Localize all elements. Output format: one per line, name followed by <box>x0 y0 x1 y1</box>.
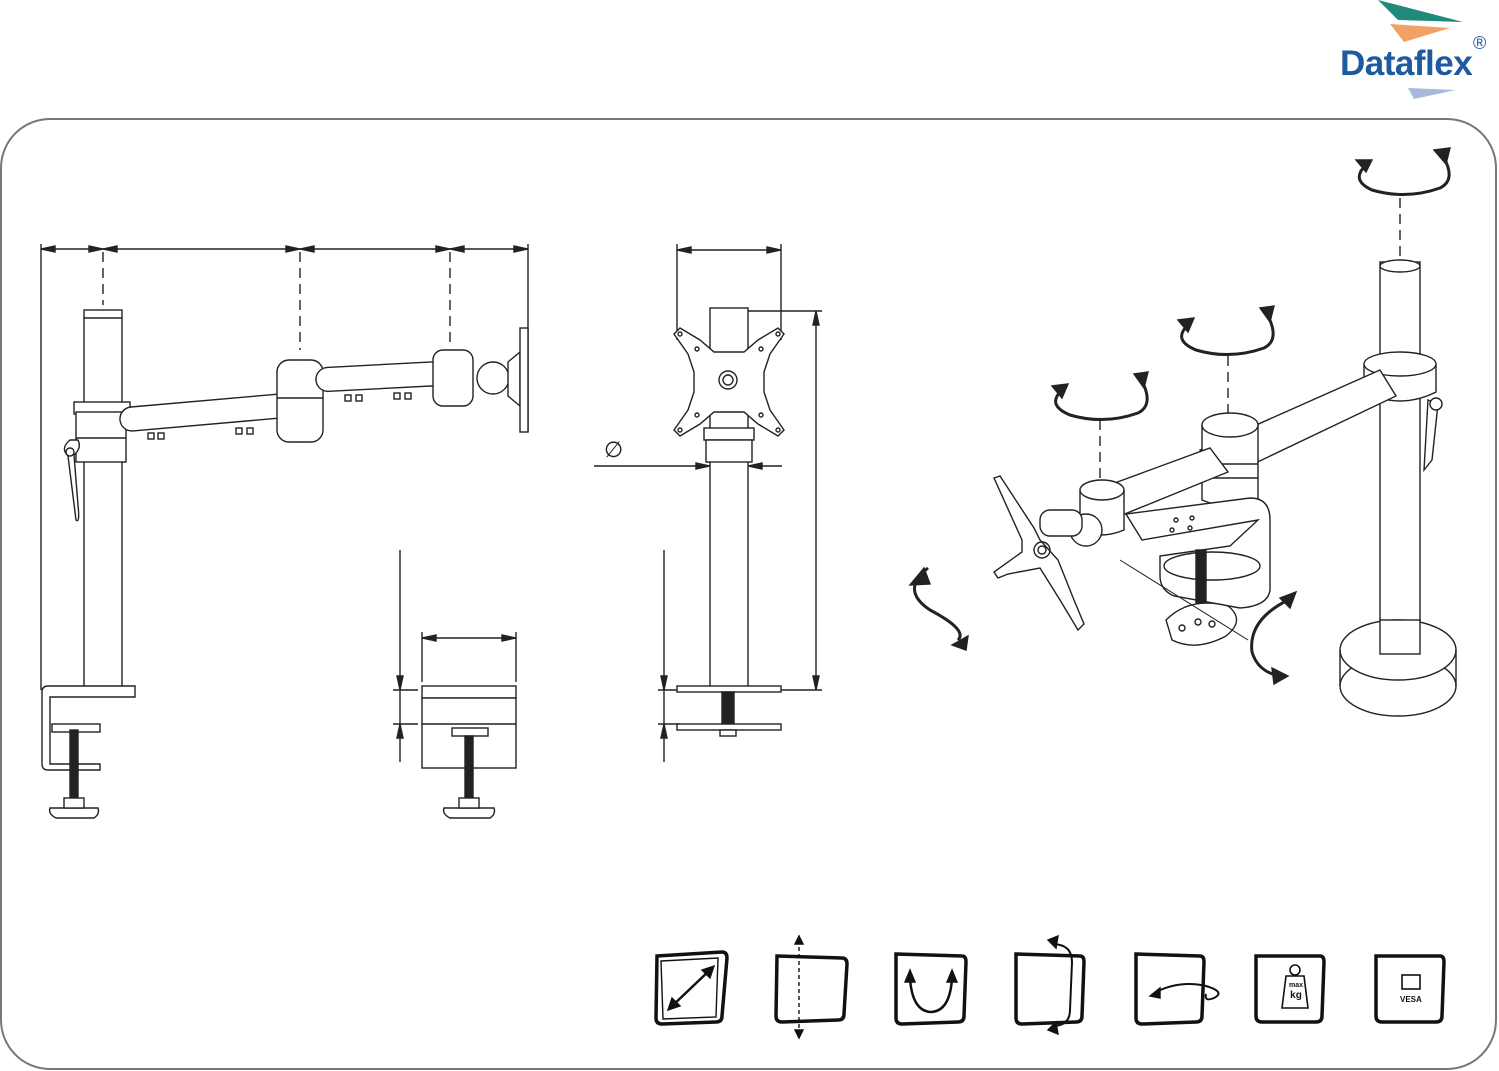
diameter-symbol: ∅ <box>604 438 623 463</box>
tilt-icon <box>896 954 966 1024</box>
kg-label: kg <box>1284 990 1308 1001</box>
max-weight-icon <box>1256 956 1324 1022</box>
feature-icons <box>656 936 1444 1038</box>
perspective-view <box>910 148 1456 716</box>
vesa-label: VESA <box>1400 995 1422 1004</box>
screen-size-icon <box>656 952 727 1024</box>
swivel-icon <box>1016 936 1084 1034</box>
front-view <box>594 244 822 762</box>
clamp-detail <box>393 550 516 818</box>
rotate-icon <box>1136 954 1219 1024</box>
height-adjust-icon <box>776 936 847 1038</box>
vesa-icon <box>1376 956 1444 1022</box>
max-label: max <box>1284 982 1308 989</box>
